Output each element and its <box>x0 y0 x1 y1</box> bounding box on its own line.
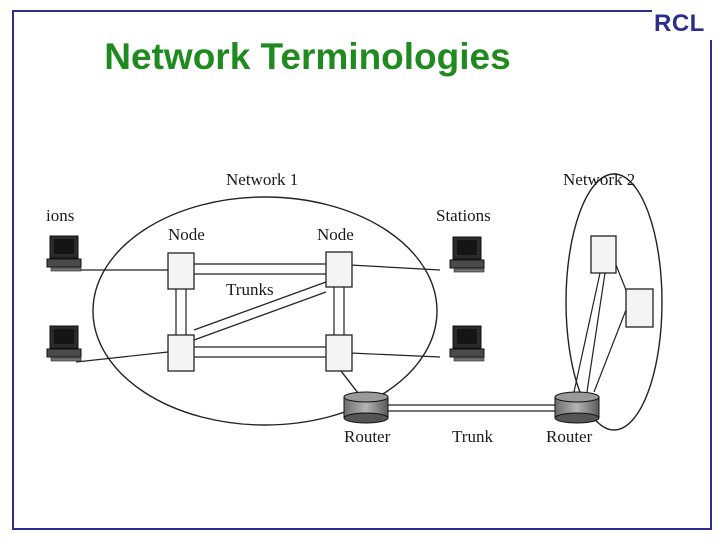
stations-left-label: ions <box>46 206 74 225</box>
station-link-right-bottom <box>349 352 441 358</box>
net2-link-b <box>586 272 606 393</box>
slide-frame-bottom <box>12 528 712 530</box>
node-top-left <box>167 252 195 290</box>
net2-node-right <box>625 288 654 328</box>
station-right-top-icon <box>449 236 485 273</box>
trunk-bottom <box>193 346 326 358</box>
node-router-link <box>340 370 359 394</box>
slide-frame-top <box>12 10 652 12</box>
network1-label: Network 1 <box>226 170 298 189</box>
trunk-right-vertical <box>333 287 345 335</box>
net2-node-top <box>590 235 617 274</box>
router-right-label: Router <box>546 427 593 446</box>
router-trunk <box>388 404 556 412</box>
station-right-bottom-icon <box>449 325 485 362</box>
station-left-bottom-icon <box>46 325 82 362</box>
router-left <box>343 391 389 424</box>
trunk-left-vertical <box>175 289 187 335</box>
station-link-left-bottom <box>75 351 169 363</box>
slide-frame-right <box>710 40 712 530</box>
station-link-right-top <box>349 264 441 271</box>
slide-title: Network Terminologies <box>104 36 511 77</box>
network2-boundary <box>565 173 663 431</box>
node-label-right: Node <box>317 225 354 244</box>
slide-frame-left <box>12 10 14 530</box>
trunk-top <box>193 263 326 275</box>
trunk-label: Trunk <box>452 427 493 446</box>
network2-label: Network 2 <box>563 170 635 189</box>
node-top-right <box>325 251 353 288</box>
station-left-top-icon <box>46 235 82 272</box>
net2-link-c <box>593 309 627 393</box>
router-right <box>554 391 600 424</box>
rcl-logo: RCL <box>654 10 705 37</box>
trunk-diagonal <box>193 281 327 341</box>
node-bottom-left <box>167 334 195 372</box>
net2-link-a <box>573 272 601 393</box>
stations-right-label: Stations <box>436 206 491 225</box>
node-label-left: Node <box>168 225 205 244</box>
node-bottom-right <box>325 334 353 372</box>
router-left-label: Router <box>344 427 391 446</box>
network1-boundary <box>92 196 438 426</box>
trunks-label: Trunks <box>226 280 274 299</box>
